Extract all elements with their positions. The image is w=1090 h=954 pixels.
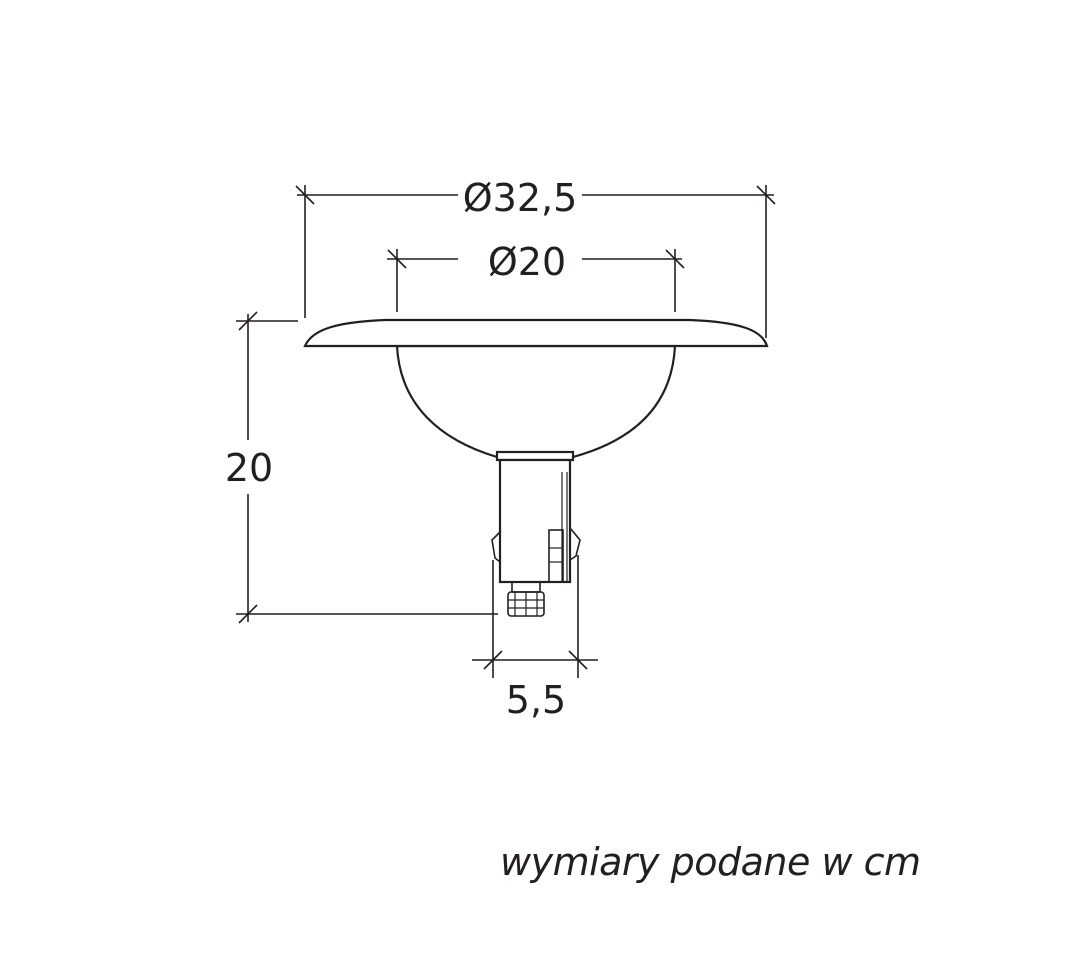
inner-diameter-label: Ø20 — [488, 240, 566, 284]
lamp-rim — [303, 318, 769, 348]
lamp-outline — [303, 318, 769, 617]
left-clip — [491, 531, 501, 563]
cable-gland — [511, 581, 541, 593]
outer-diameter-dimension: Ø32,5 — [295, 176, 776, 338]
lamp-collar — [495, 450, 575, 462]
terminal-block — [548, 529, 564, 583]
inner-diameter-dimension: Ø20 — [387, 240, 685, 312]
height-label: 20 — [225, 446, 273, 490]
units-note: wymiary podane w cm — [500, 840, 921, 884]
outer-diameter-label: Ø32,5 — [463, 176, 578, 220]
lamp-bowl — [395, 344, 677, 459]
base-width-dimension: 5,5 — [472, 555, 598, 722]
height-dimension: 20 — [225, 311, 498, 624]
socket-housing — [498, 458, 572, 584]
right-clip — [569, 527, 581, 561]
base-width-label: 5,5 — [506, 678, 566, 722]
